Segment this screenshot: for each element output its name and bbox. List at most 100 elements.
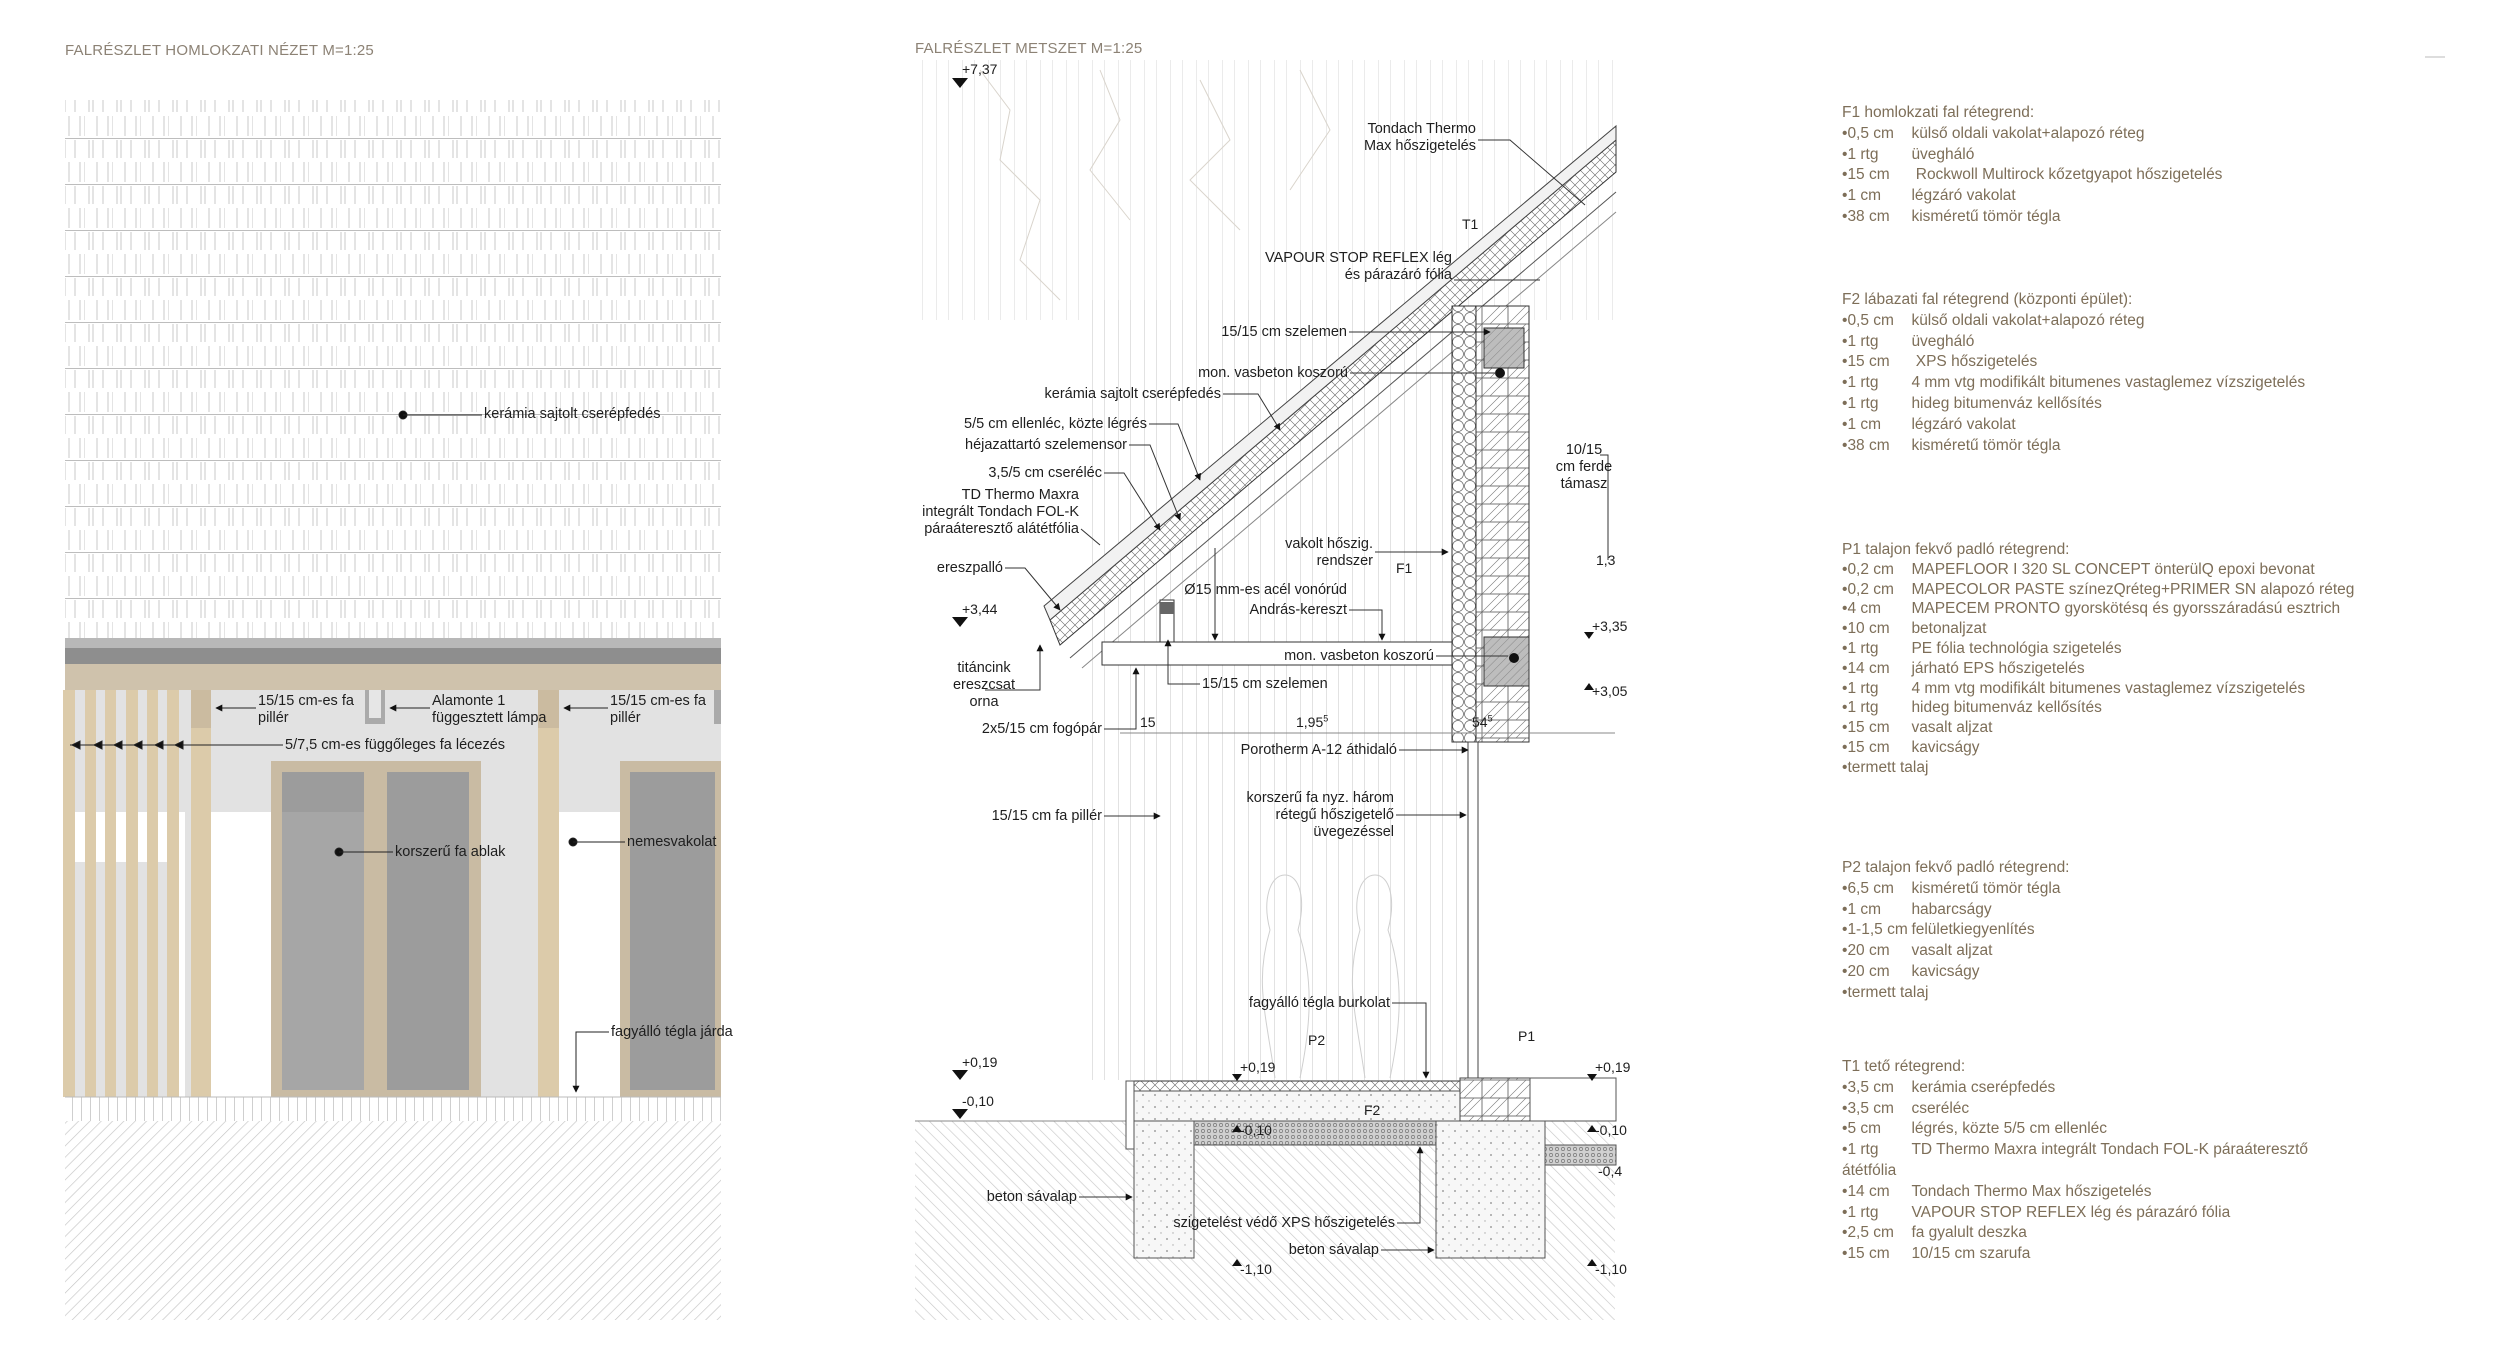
elevation-title: FALRÉSZLET HOMLOKZATI NÉZET M=1:25 (65, 42, 374, 59)
roof-tile-field (65, 100, 721, 638)
bullet-icon: • (1842, 332, 1848, 350)
layer-material: légrés, közte 5/5 cm ellenléc (1911, 1120, 2108, 1138)
layer-material: hideg bitumenváz kellősítés (1911, 394, 2102, 412)
bullet-icon: • (1842, 738, 1848, 756)
layer-thickness: 3,5 cm (1847, 1099, 1894, 1117)
layer-material: MAPECOLOR PASTE színezQréteg+PRIMER SN a… (1911, 580, 2355, 598)
label-footing-mid: beton sávalap (1288, 1242, 1379, 1258)
label-pillar-left: 15/15 cm-es fa pillér (258, 693, 354, 727)
layer-material: 4 mm vtg modifikált bitumenes vastagleme… (1911, 374, 2306, 392)
label-line: pillér (258, 710, 289, 726)
layer-material: vasalt aljzat (1911, 719, 1993, 737)
level-1-3: 1,3 (1596, 552, 1616, 568)
layer-heading: F1 homlokzati fal rétegrend: (1842, 104, 2035, 121)
layer-material: külső oldali vakolat+alapozó réteg (1911, 311, 2145, 329)
layer-list-f2: F2 lábazati fal rétegrend (központi épül… (1842, 290, 2305, 456)
layer-thickness: 15 cm (1847, 166, 1890, 184)
label-line: Alamonte 1 (432, 693, 506, 709)
layer-thickness: 2,5 cm (1847, 1224, 1894, 1242)
layer-thickness: 3,5 cm (1847, 1078, 1894, 1096)
layer-material: cseréléc (1911, 1099, 1970, 1117)
bullet-icon: • (1842, 353, 1848, 371)
layer-list-p2: P2 talajon fekvő padló rétegrend:•6,5 cm… (1842, 858, 2070, 1004)
tag-f2: F2 (1364, 1102, 1381, 1118)
label-line: cm ferde (1555, 459, 1613, 475)
layer-thickness: 15 cm (1847, 738, 1890, 756)
dim-value: 1,95 (1296, 714, 1324, 730)
layer-thickness: 1 rtg (1847, 145, 1879, 163)
layer-thickness: 0,2 cm (1847, 580, 1894, 598)
layer-thickness: 1 cm (1847, 415, 1882, 433)
bullet-icon: • (1842, 145, 1848, 163)
label-line: titáncink (957, 660, 1011, 676)
brick-paving (1125, 1080, 1461, 1092)
layer-material: betonaljzat (1911, 620, 1987, 638)
layer-material: kavicságy (1911, 738, 1980, 756)
layer-thickness: 1 rtg (1847, 699, 1879, 717)
layer-thickness: 1-1,5 cm (1847, 921, 1908, 939)
ground-hatch (65, 1121, 721, 1320)
person-silhouette (1261, 874, 1310, 1079)
label-line: integrált Tondach FOL-K (922, 504, 1079, 520)
bullet-icon: • (1842, 620, 1848, 638)
label-line: üvegezéssel (1313, 824, 1394, 840)
bullet-icon: • (1842, 1141, 1848, 1159)
bullet-icon: • (1842, 187, 1848, 205)
label-line: függesztett lámpa (432, 710, 547, 726)
vertical-slats (63, 690, 179, 1097)
level-foundation-mid: -1,10 (1240, 1261, 1272, 1277)
label-line: Max hőszigetelés (1363, 138, 1476, 154)
label-line: Tondach Thermo (1367, 121, 1476, 137)
layer-thickness: 1 rtg (1847, 1141, 1879, 1159)
bullet-icon: • (1842, 639, 1848, 657)
layer-thickness: 1 rtg (1847, 332, 1879, 350)
label-line: TD Thermo Maxra (961, 487, 1079, 503)
bullet-icon: • (1842, 415, 1848, 433)
layer-thickness: 20 cm (1847, 942, 1890, 960)
dim-value: 54 (1472, 714, 1488, 730)
layer-material: felületkiegyenlítés (1911, 921, 2035, 939)
roof-build-up (1043, 124, 1617, 669)
bullet-icon: • (1842, 1224, 1848, 1242)
bullet-icon: • (1842, 124, 1848, 142)
layer-material: MAPEFLOOR I 320 SL CONCEPT önterülQ epox… (1911, 560, 2315, 578)
timber-pillar-left (191, 690, 211, 1097)
label-line: támasz (1560, 476, 1608, 492)
bullet-icon: • (1842, 1203, 1848, 1221)
level-floor-right: +0,19 (1595, 1059, 1631, 1075)
xps-layer (1193, 1120, 1437, 1146)
level-foundation-right: -1,10 (1595, 1261, 1627, 1277)
section-title: FALRÉSZLET METSZET M=1:25 (915, 40, 1143, 57)
layer-material: VAPOUR STOP REFLEX lég és párazáró fólia (1911, 1203, 2231, 1221)
dim-sup: 5 (1323, 713, 1329, 724)
label-glazing: korszerű fa nyz. három rétegű hőszigetel… (1247, 790, 1394, 841)
label-line: és párazáró fólia (1344, 267, 1452, 283)
wall-insulation (1451, 305, 1477, 743)
label-line: ereszcsat (952, 677, 1016, 693)
layer-heading: P2 talajon fekvő padló rétegrend: (1842, 859, 2070, 876)
layer-thickness: 1 rtg (1847, 374, 1879, 392)
bullet-icon: • (1842, 659, 1848, 677)
label-vapour-stop: VAPOUR STOP REFLEX lég és párazáró fólia (1265, 250, 1452, 284)
person-silhouette (1351, 874, 1400, 1079)
bullet-icon: • (1842, 436, 1848, 454)
dim-54: 545 (1472, 714, 1493, 730)
bullet-icon: • (1842, 942, 1848, 960)
label-line: 15/15 cm-es fa (258, 693, 354, 709)
level-minus-0-4: -0,4 (1598, 1163, 1623, 1179)
window-left (271, 761, 481, 1097)
eave-band-light (65, 638, 721, 648)
